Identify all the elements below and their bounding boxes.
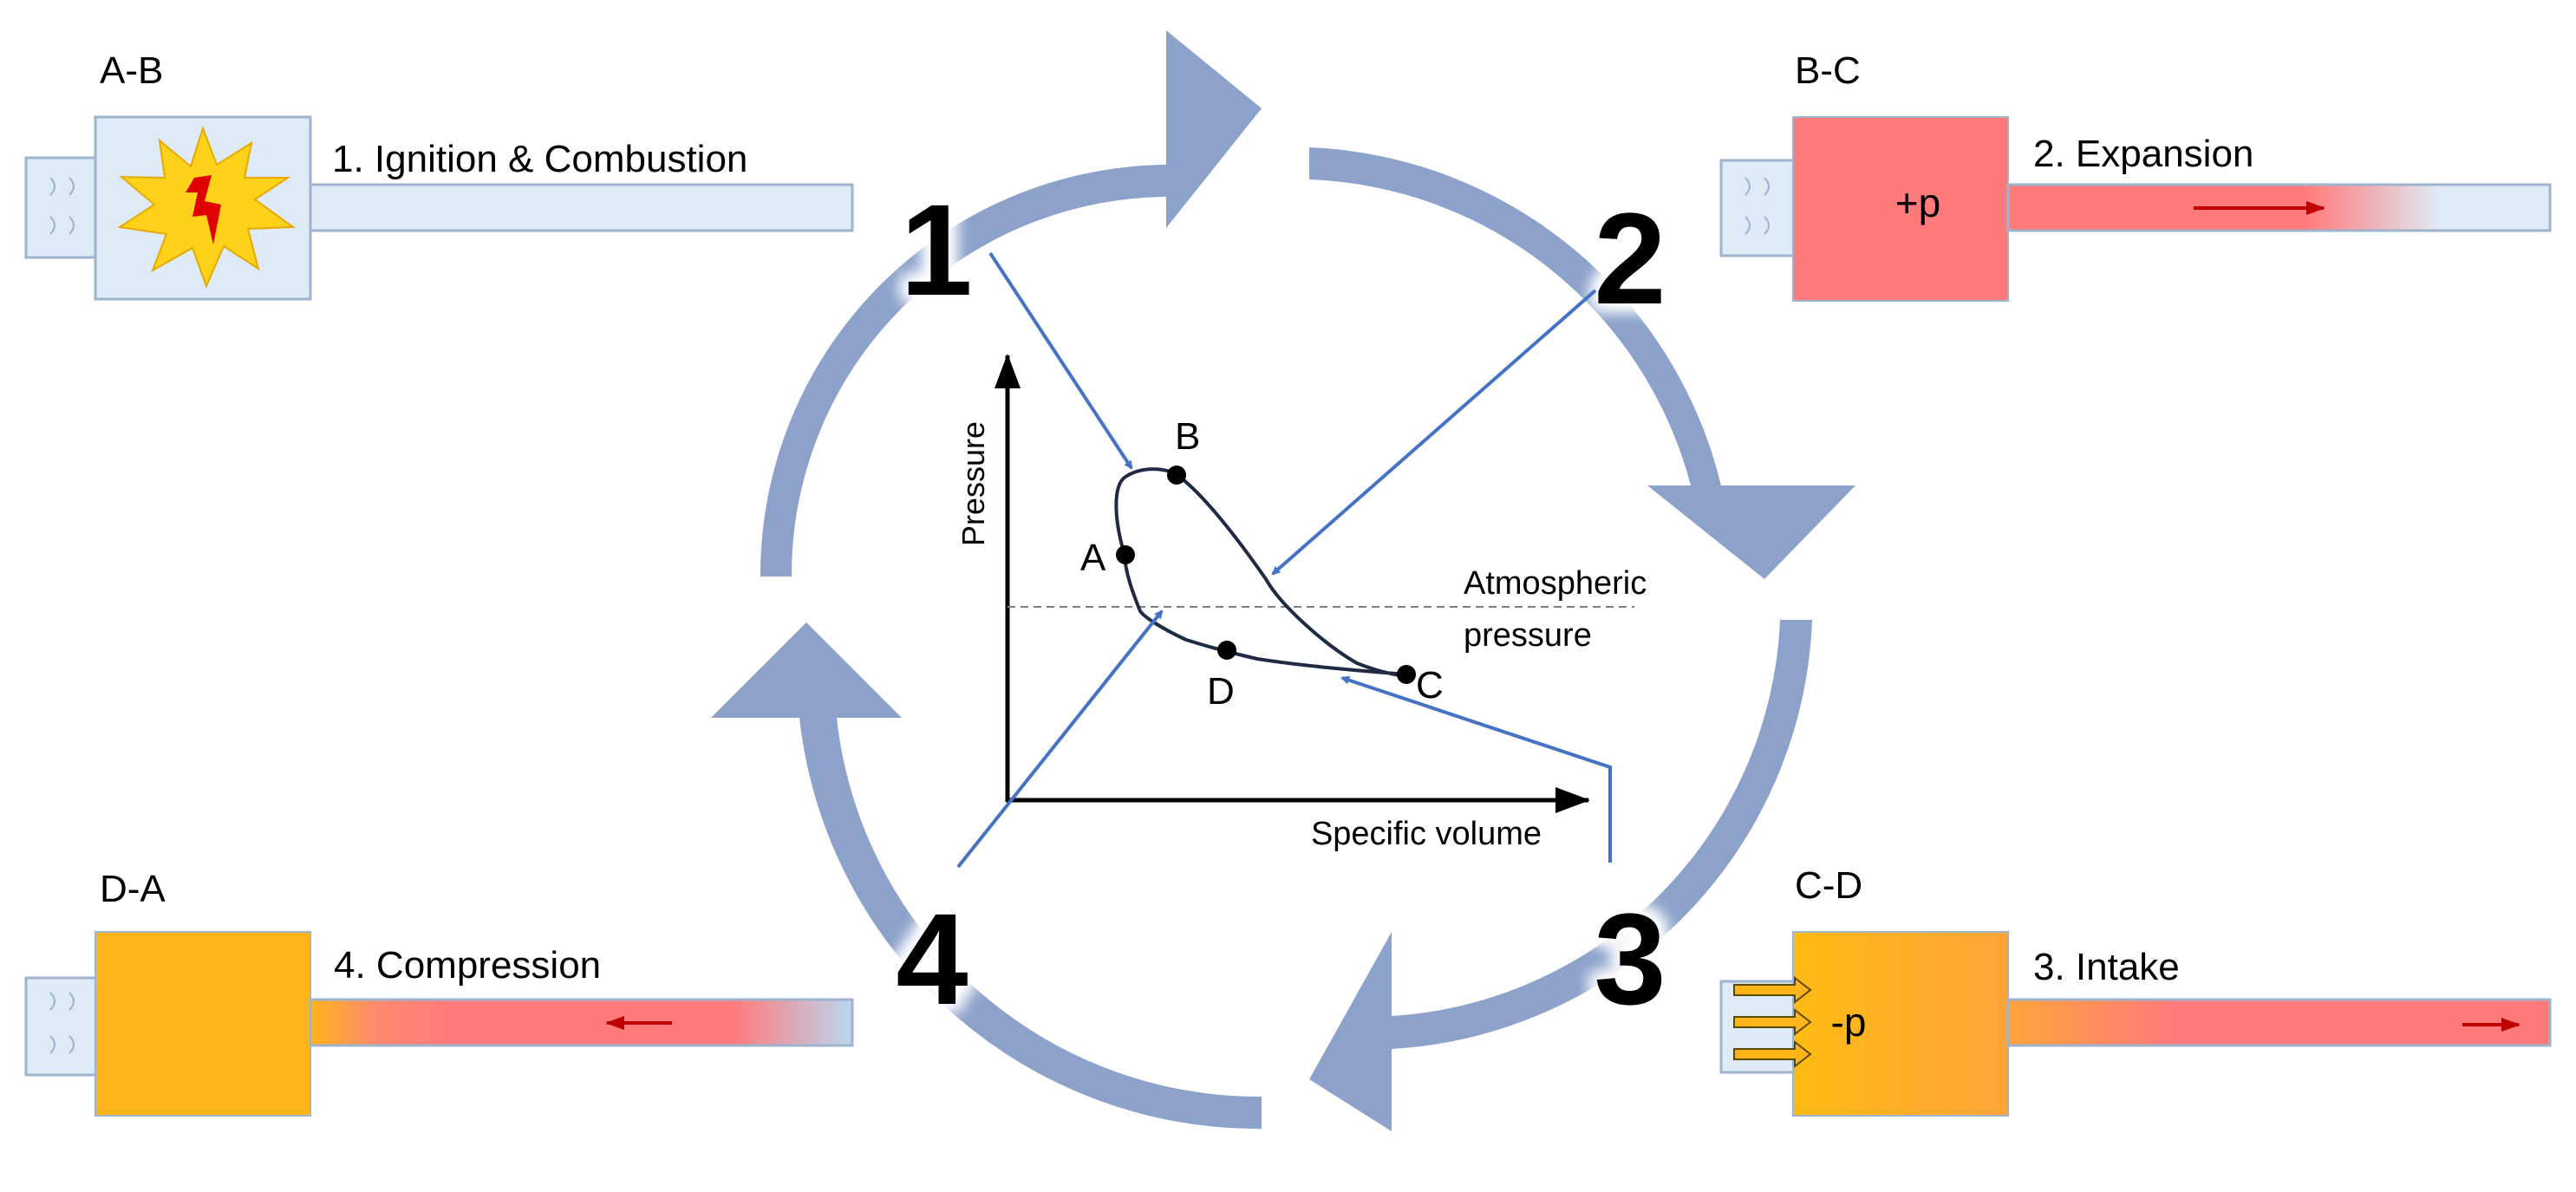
valve-petals [49, 992, 75, 1054]
pv-label-b: B [1175, 415, 1200, 458]
ring-arrow-top-right [1309, 147, 1855, 579]
cycle-ring [711, 30, 1855, 1131]
atmospheric-pressure-label-1: Atmospheric [1464, 565, 1647, 602]
chamber-pressure-label: -p [1831, 1000, 1867, 1045]
pointer-4-to-compression [956, 609, 1164, 869]
atmospheric-pressure-label-2: pressure [1464, 617, 1592, 654]
combustion-chamber [1792, 931, 2009, 1117]
cycle-number-3: 3 [1594, 886, 1666, 1032]
stage-da-tag: D-A [100, 868, 166, 910]
pv-point-d [1217, 641, 1236, 660]
combustion-chamber [1792, 116, 2009, 302]
stage-cd-label: 3. Intake [2033, 946, 2180, 988]
pointer-3-to-intake [1340, 675, 1612, 863]
combustion-chamber [95, 931, 311, 1117]
exhaust-pipe [309, 183, 854, 232]
pv-point-c [1397, 665, 1416, 684]
ring-arrow-bottom-left [711, 622, 1262, 1130]
pv-point-a [1116, 545, 1135, 564]
cycle-number-1: 1 [900, 177, 972, 322]
intake-valve-block [24, 976, 99, 1077]
intake-valve-block [1719, 159, 1797, 257]
pv-point-b [1167, 466, 1186, 485]
ring-arrow-top-left [760, 30, 1262, 576]
intake-valve-block [24, 156, 99, 259]
exhaust-pipe [2006, 998, 2552, 1047]
stage-ignition: A-B 1. Ignition & Combustion [24, 49, 854, 301]
stage-bc-tag: B-C [1795, 49, 1861, 92]
exhaust-pipe [309, 998, 854, 1047]
pv-cycle-curve [1114, 467, 1414, 678]
pv-label-d: D [1207, 670, 1235, 713]
intake-flow-arrows [1733, 975, 1812, 1069]
stage-intake: C-D -p 3. Intake [1719, 864, 2552, 1117]
stage-compression: D-A 4. Compression [24, 868, 854, 1117]
valve-petals [1745, 177, 1770, 235]
valve-petals [49, 177, 75, 235]
stage-cd-tag: C-D [1795, 864, 1862, 907]
cycle-numbers: 1 2 3 4 [896, 177, 1666, 1032]
pv-label-c: C [1416, 664, 1444, 707]
stage-da-label: 4. Compression [334, 944, 601, 987]
stage-bc-label: 2. Expansion [2033, 133, 2253, 175]
pointer-lines [956, 251, 1612, 869]
spark-icon [186, 175, 221, 244]
stage-ab-label: 1. Ignition & Combustion [332, 138, 747, 180]
pointer-2-to-expansion [1271, 289, 1597, 576]
pv-y-axis-label: Pressure [955, 421, 991, 546]
stage-ab-tag: A-B [100, 49, 163, 92]
ring-arrow-bottom-right [1309, 620, 1812, 1131]
pointer-1-to-b [988, 251, 1133, 470]
cycle-number-4: 4 [896, 886, 968, 1032]
pv-x-axis-label: Specific volume [1311, 816, 1542, 852]
pv-label-a: A [1080, 537, 1106, 579]
cycle-number-2: 2 [1594, 186, 1666, 331]
stage-expansion: B-C +p 2. Expansion [1719, 49, 2552, 302]
pv-diagram: Pressure Specific volume Atmospheric pre… [955, 354, 1647, 852]
chamber-pressure-label: +p [1895, 180, 1940, 225]
